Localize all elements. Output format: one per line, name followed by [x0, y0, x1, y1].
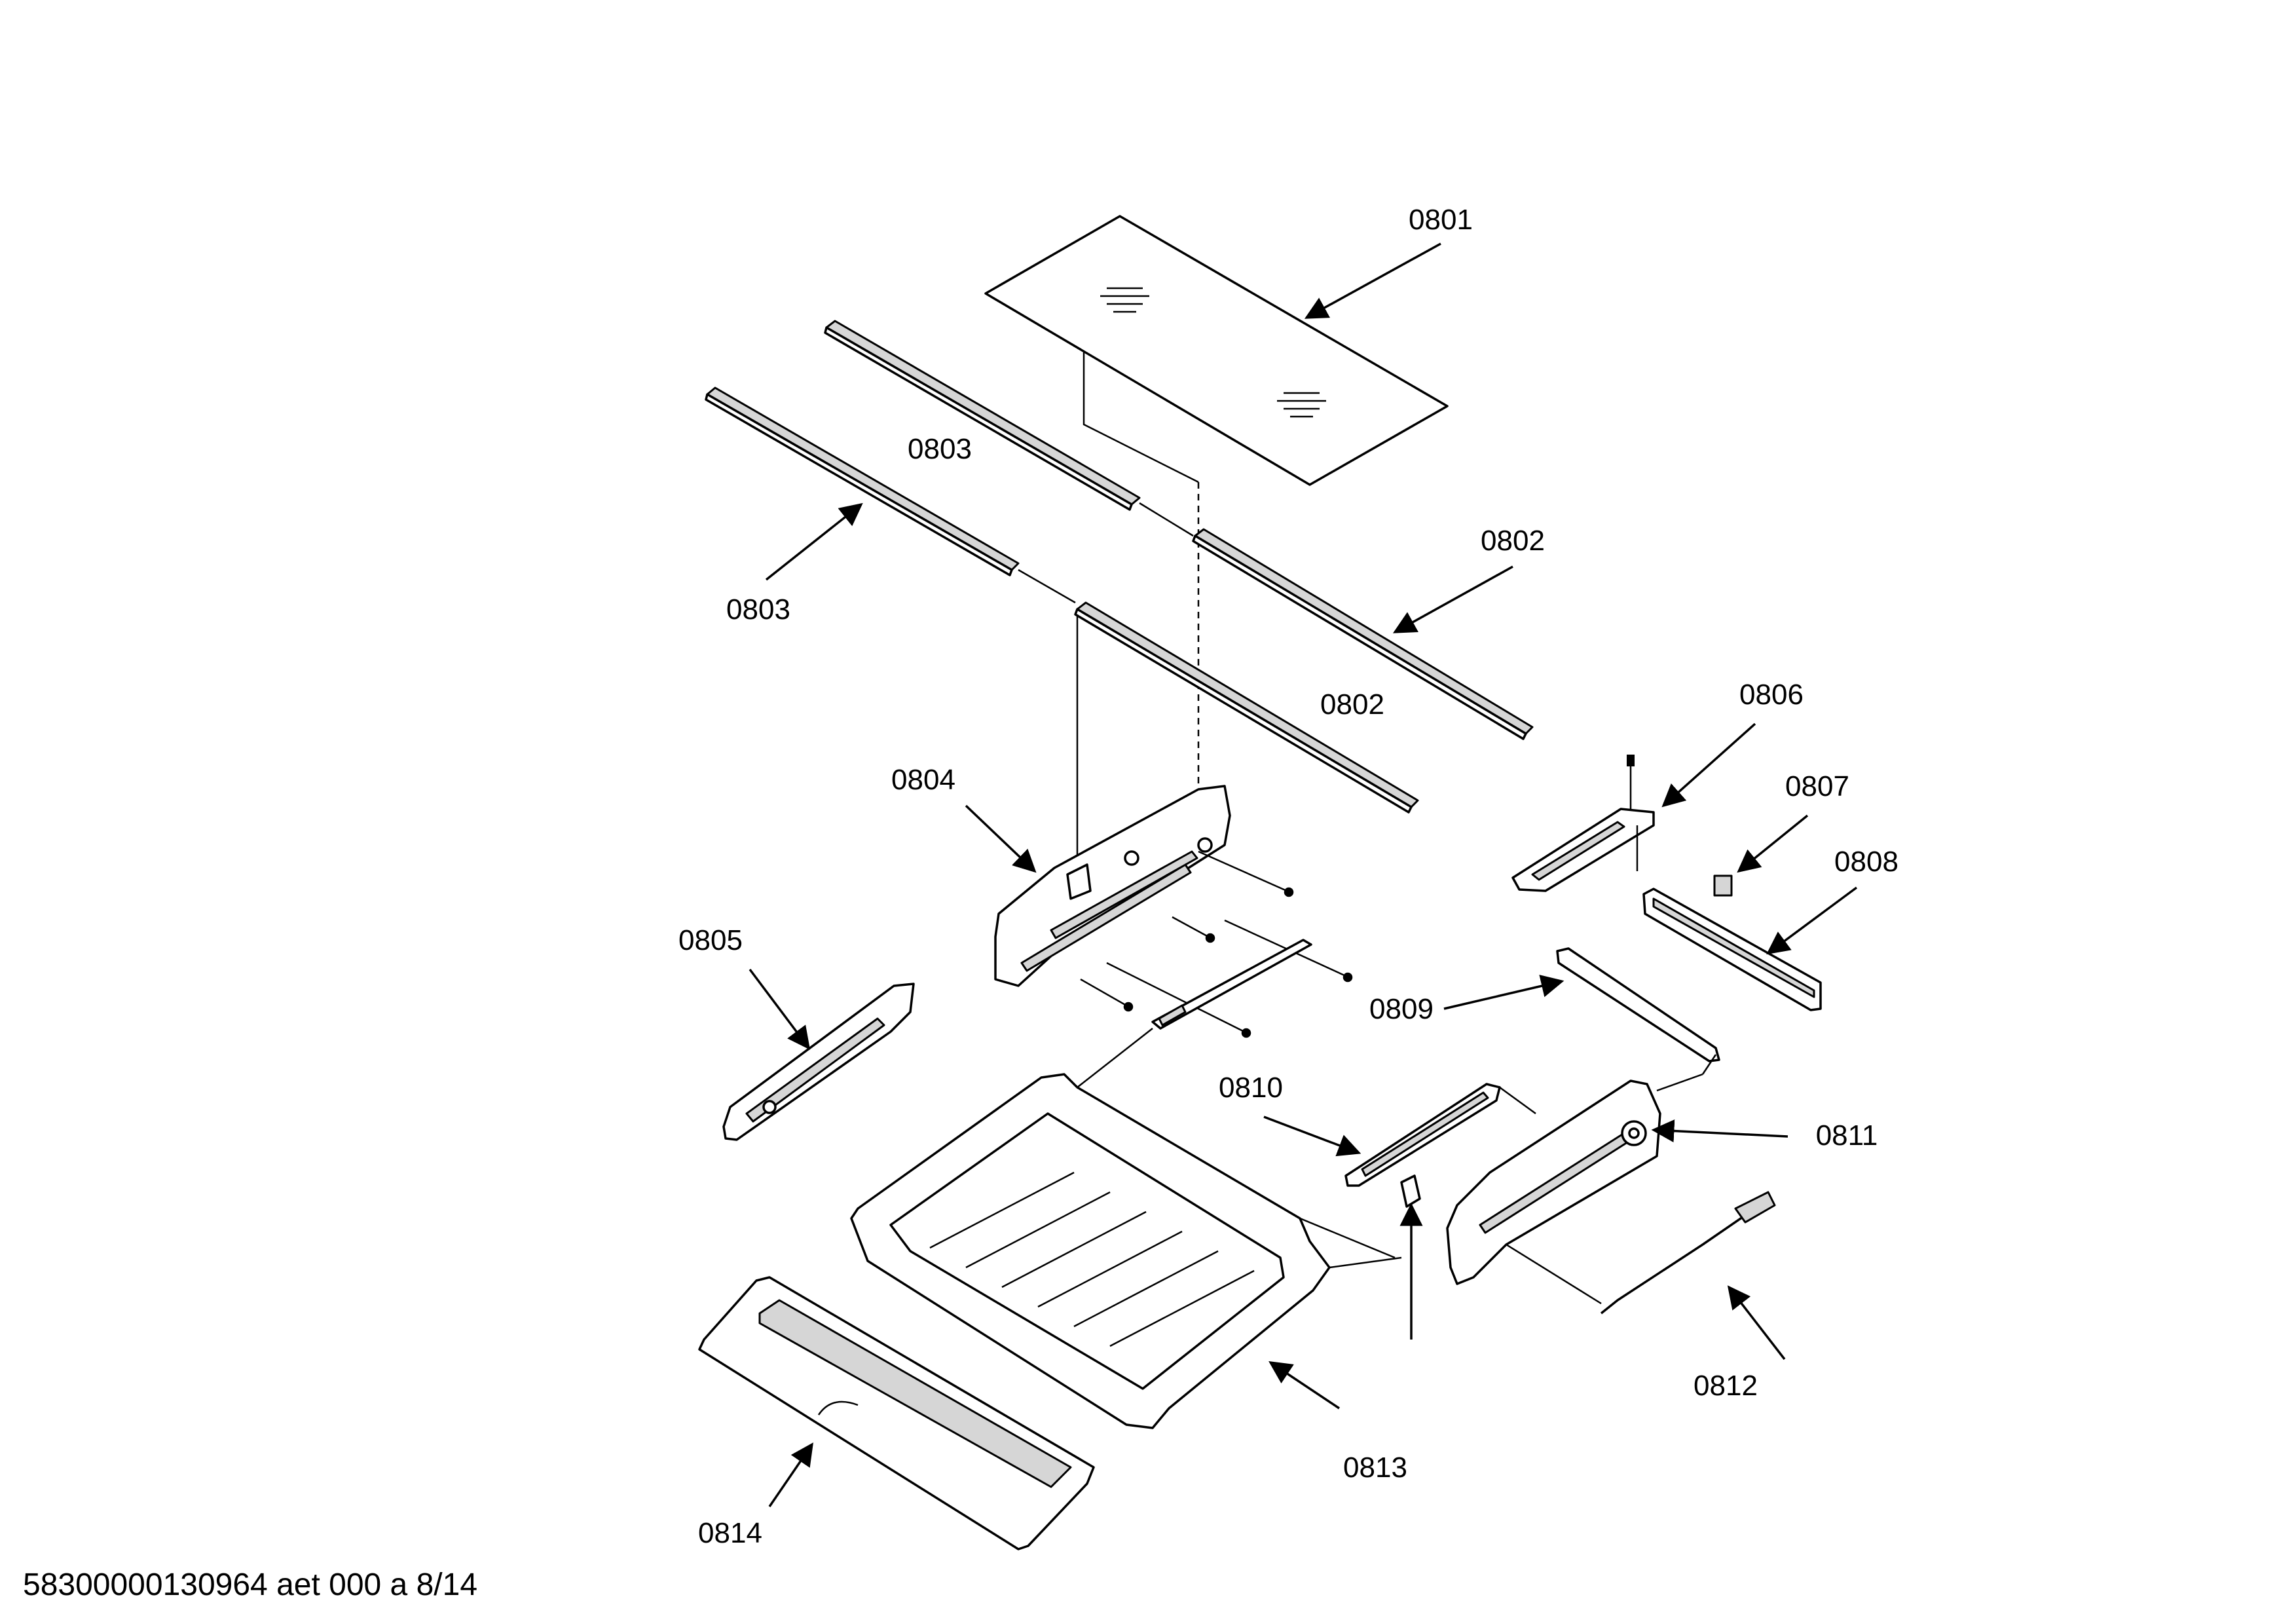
part-0806-bracket [1511, 755, 1655, 892]
part-0803-rail-front [705, 386, 1020, 576]
part-0809-rail [1556, 947, 1720, 1075]
part-0810-left-slide [1151, 939, 1312, 1030]
label-0813: 0813 [1343, 1452, 1407, 1484]
document-footer-id: 58300000130964 aet 000 a 8/14 [23, 1567, 477, 1602]
part-0802-rail-back [1192, 528, 1534, 740]
part-0811-right-bracket [1446, 1079, 1661, 1285]
label-0803-back: 0803 [908, 433, 972, 465]
label-0807: 0807 [1785, 770, 1849, 802]
label-0809: 0809 [1369, 993, 1434, 1025]
part-0804-left-bracket [994, 785, 1231, 987]
part-0810-clip [1400, 1174, 1421, 1208]
label-0802-back: 0802 [1481, 525, 1545, 557]
label-0814: 0814 [698, 1517, 762, 1549]
label-0810: 0810 [1219, 1072, 1283, 1104]
label-0805: 0805 [678, 924, 743, 956]
part-0807-clip [1713, 874, 1733, 897]
label-0802-front: 0802 [1320, 688, 1384, 721]
label-0801: 0801 [1409, 204, 1473, 236]
label-0803-front: 0803 [726, 593, 790, 626]
label-0812: 0812 [1694, 1370, 1758, 1402]
part-0813-drawer [850, 1028, 1402, 1429]
leader-arrows [749, 242, 1858, 1507]
label-0804: 0804 [891, 764, 955, 796]
label-0808: 0808 [1834, 846, 1898, 878]
part-0805-side-trim [722, 983, 915, 1141]
part-0803-rail-back [824, 320, 1141, 511]
part-0802-rail-front [1074, 601, 1419, 814]
part-0808-rail [1642, 888, 1822, 1011]
part-0810-right-slide [1344, 1083, 1501, 1187]
part-0812-wire [1600, 1191, 1776, 1315]
screws-0804 [1080, 850, 1353, 1038]
part-0814-drawer-front [698, 1276, 1095, 1550]
label-0811: 0811 [1816, 1119, 1878, 1152]
label-0806: 0806 [1739, 679, 1804, 711]
